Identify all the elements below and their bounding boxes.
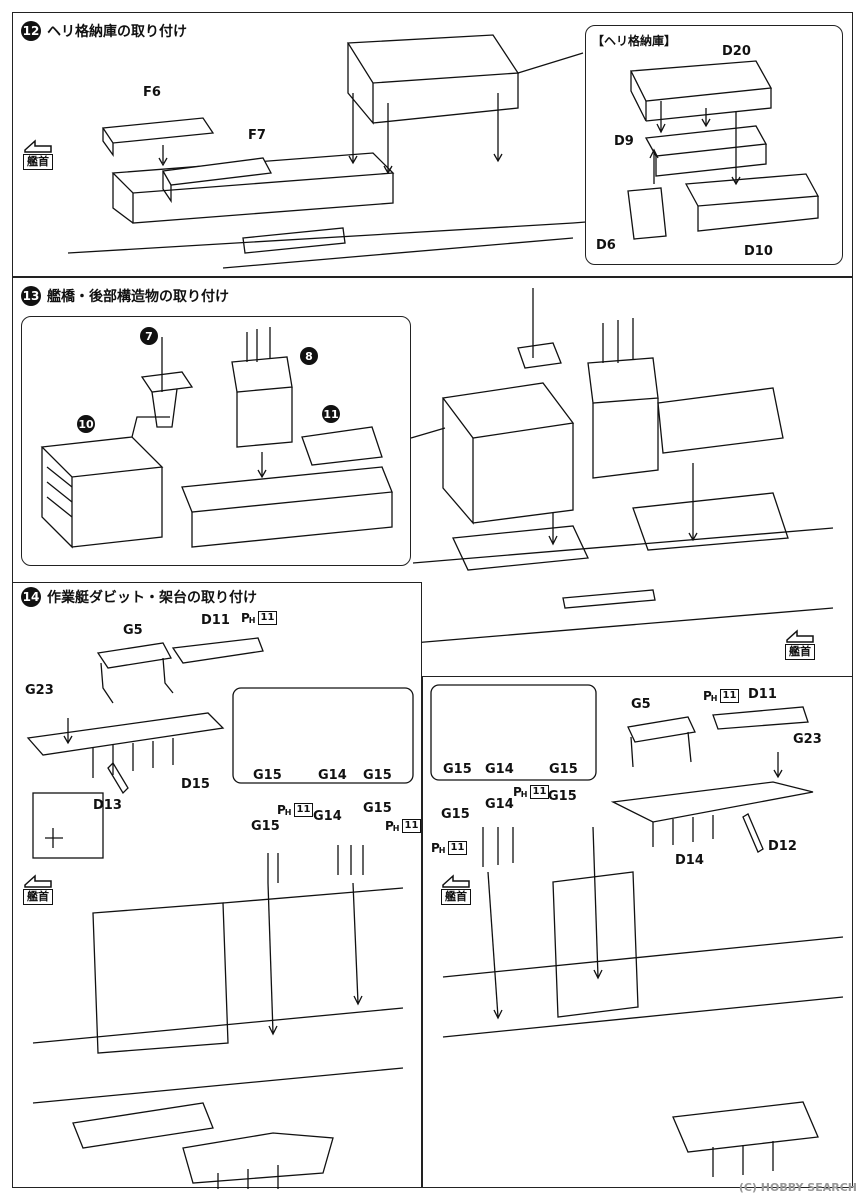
sub-step-7: 7 bbox=[140, 327, 158, 345]
bow-arrow-icon bbox=[442, 874, 470, 888]
part-label-g15: G15 bbox=[443, 762, 472, 777]
part-label-d11: D11 bbox=[201, 613, 230, 628]
part-label-g23: G23 bbox=[25, 683, 54, 698]
part-label-g15: G15 bbox=[549, 762, 578, 777]
part-label-g23: G23 bbox=[793, 732, 822, 747]
part-label-d14: D14 bbox=[675, 853, 704, 868]
step-number: 14 bbox=[21, 587, 41, 607]
hangar-assembly-drawing bbox=[67, 34, 834, 269]
inset-title: 【ヘリ格納庫】 bbox=[592, 34, 677, 48]
step-title-text: ヘリ格納庫の取り付け bbox=[47, 24, 187, 40]
ph-letter: P bbox=[277, 803, 286, 817]
step-number: 12 bbox=[21, 21, 41, 41]
bow-direction-indicator: 艦首 bbox=[785, 628, 815, 660]
part-label-g14: G14 bbox=[485, 797, 514, 812]
step-13-title: 13 艦橋・後部構造物の取り付け bbox=[21, 286, 229, 306]
ph-sub: H bbox=[520, 790, 528, 799]
bow-label: 艦首 bbox=[785, 644, 815, 660]
bow-label: 艦首 bbox=[441, 889, 471, 905]
part-label-g14: G14 bbox=[485, 762, 514, 777]
ph-number: 11 bbox=[529, 785, 550, 799]
part-label-g15: G15 bbox=[251, 819, 280, 834]
part-label-g15: G15 bbox=[363, 768, 392, 783]
step-title-text: 作業艇ダビット・架台の取り付け bbox=[47, 590, 257, 606]
bow-arrow-icon bbox=[24, 139, 52, 153]
superstructure-inset: 7 8 10 11 bbox=[21, 316, 411, 566]
bow-arrow-icon bbox=[786, 629, 814, 643]
sub-step-10: 10 bbox=[77, 415, 95, 433]
bow-label: 艦首 bbox=[23, 154, 53, 170]
ph-number: 11 bbox=[293, 803, 314, 817]
bow-arrow-icon bbox=[24, 874, 52, 888]
part-label-d13: D13 bbox=[93, 798, 122, 813]
superstructure-parts-drawing bbox=[40, 327, 393, 549]
part-label-d15: D15 bbox=[181, 777, 210, 792]
part-label-d11: D11 bbox=[748, 687, 777, 702]
hangar-inset: 【ヘリ格納庫】 D20 D9 D6 D10 bbox=[585, 25, 843, 265]
part-label-d9: D9 bbox=[614, 134, 634, 149]
ph-sub: H bbox=[248, 616, 256, 625]
davit-left-drawing bbox=[26, 637, 414, 1189]
ph-number: 11 bbox=[401, 819, 422, 833]
ph-sub: H bbox=[710, 694, 718, 703]
part-label-g15: G15 bbox=[548, 789, 577, 804]
part-label-f7: F7 bbox=[248, 128, 266, 143]
ph-number: 11 bbox=[447, 841, 468, 855]
part-label-g5: G5 bbox=[123, 623, 143, 638]
hangar-parts-drawing bbox=[627, 60, 820, 240]
part-label-d10: D10 bbox=[744, 244, 773, 259]
step-12-panel: 12 ヘリ格納庫の取り付け 艦首 bbox=[12, 12, 853, 277]
part-label-g15: G15 bbox=[441, 807, 470, 822]
bow-label: 艦首 bbox=[23, 889, 53, 905]
bow-direction-indicator: 艦首 bbox=[441, 873, 471, 905]
ph-sub: H bbox=[438, 846, 446, 855]
ph-sub: H bbox=[284, 808, 292, 817]
ph-sub: H bbox=[392, 824, 400, 833]
sub-step-8: 8 bbox=[300, 347, 318, 365]
bow-direction-indicator: 艦首 bbox=[23, 138, 53, 170]
step-title-text: 艦橋・後部構造物の取り付け bbox=[47, 289, 229, 305]
part-label-f6: F6 bbox=[143, 85, 161, 100]
part-label-g14: G14 bbox=[318, 768, 347, 783]
bow-direction-indicator: 艦首 bbox=[23, 873, 53, 905]
ph-letter: P bbox=[431, 841, 440, 855]
part-label-d12: D12 bbox=[768, 839, 797, 854]
ph-letter: P bbox=[385, 819, 394, 833]
part-label-g15: G15 bbox=[253, 768, 282, 783]
step-number: 13 bbox=[21, 286, 41, 306]
ph-number: 11 bbox=[257, 611, 278, 625]
step-12-title: 12 ヘリ格納庫の取り付け bbox=[21, 21, 187, 41]
ph-letter: P bbox=[241, 611, 250, 625]
part-label-g5: G5 bbox=[631, 697, 651, 712]
step-14-title: 14 作業艇ダビット・架台の取り付け bbox=[21, 587, 257, 607]
ph-letter: P bbox=[703, 689, 712, 703]
part-label-d20: D20 bbox=[722, 44, 751, 59]
ship-assembly-drawing bbox=[410, 288, 834, 644]
ph-number: 11 bbox=[719, 689, 740, 703]
sub-step-11: 11 bbox=[322, 405, 340, 423]
part-label-g14: G14 bbox=[313, 809, 342, 824]
davit-right-drawing bbox=[430, 684, 844, 1177]
part-label-g15: G15 bbox=[363, 801, 392, 816]
part-label-d6: D6 bbox=[596, 238, 616, 253]
ph-letter: P bbox=[513, 785, 522, 799]
watermark: (C) HOBBY SEARCH bbox=[738, 1181, 857, 1194]
